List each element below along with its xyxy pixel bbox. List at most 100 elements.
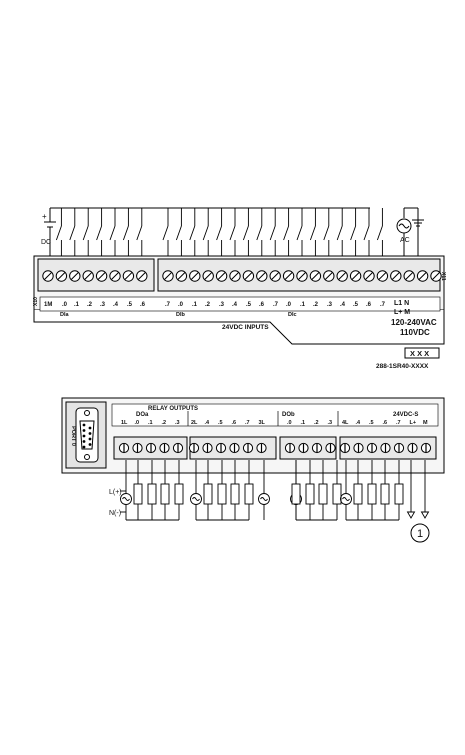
lamp-wave: [122, 497, 130, 501]
screw-slot: [284, 272, 293, 280]
switch-contact: [162, 225, 169, 241]
switch-contact: [175, 225, 182, 241]
port-pin: [82, 445, 86, 449]
sensor-supply-arrow: [420, 511, 430, 519]
output-wiring: [120, 460, 430, 521]
input-group-label: DIb: [176, 312, 186, 318]
screw-slot: [378, 272, 387, 280]
port-pin: [88, 443, 92, 446]
input-terminal-labels: 1M.0.1.2.3.4.5.6.7.0.1.2.3.4.5.6.7.0.1.2…: [44, 302, 386, 308]
inputs-caption: 24VDC INPUTS: [222, 324, 269, 331]
switch-contact: [69, 225, 76, 241]
output-terminal-label: .6: [383, 420, 388, 426]
screw-slot: [164, 272, 172, 280]
load-resistor: [203, 483, 213, 505]
callout-circle: [410, 523, 430, 543]
input-terminal-label: .7: [273, 302, 279, 308]
part-number: 288-1SR40-XXXX: [376, 363, 429, 370]
lamp-wave: [342, 497, 350, 501]
voltage-ac-label: 120-240VAC: [391, 318, 437, 327]
callout-number: 1: [417, 528, 423, 540]
load-resistor: [160, 483, 170, 505]
output-terminal-label: .7: [396, 420, 401, 426]
input-terminal-label: .5: [127, 302, 133, 308]
load-resistor: [318, 483, 328, 505]
dc-plus-label: +: [42, 212, 47, 221]
switch-contact: [109, 225, 116, 241]
ac-source-lamp: [190, 493, 202, 505]
screw-slot: [351, 272, 360, 280]
switch-contact: [189, 225, 196, 241]
screw-slot: [244, 272, 253, 280]
input-label-strip: [39, 296, 441, 312]
output-group-label: 24VDC-S: [393, 412, 418, 418]
input-module-lower-edge: [33, 310, 445, 345]
input-terminal-screws: [42, 270, 442, 282]
switch-contact: [96, 225, 103, 241]
input-terminal-label: .5: [246, 302, 252, 308]
switch-contact: [296, 225, 303, 241]
load-resistor: [305, 483, 315, 505]
switch-contact: [55, 225, 62, 241]
port-pin: [82, 434, 86, 438]
output-terminal-label: .0: [135, 420, 140, 426]
lamp-wave: [260, 497, 268, 501]
output-terminal-label: 3L: [259, 420, 266, 426]
input-switches: [55, 208, 383, 258]
output-terminal-label: 2L: [191, 420, 198, 426]
output-terminal-label: .4: [356, 420, 362, 426]
output-terminal-label: .3: [328, 420, 333, 426]
dc-label: DC: [41, 239, 51, 246]
screw-slot: [325, 272, 333, 280]
output-terminal-label: .0: [287, 420, 292, 426]
switch-contact: [202, 225, 209, 241]
screw-slot: [311, 272, 320, 280]
screw-slot: [57, 272, 66, 280]
output-terminal-label: L+: [410, 420, 417, 426]
input-terminal-label: .0: [286, 302, 292, 308]
ac-source-lamp: [120, 493, 132, 505]
input-terminal-label: .0: [62, 302, 68, 308]
screw-slot: [138, 272, 146, 280]
input-terminal-label: .7: [165, 302, 171, 308]
screw-slot: [405, 272, 413, 280]
input-terminal-label: .4: [340, 302, 346, 308]
screw-slot: [71, 272, 79, 280]
screw-slot: [124, 272, 133, 280]
screw-slot: [231, 272, 239, 280]
output-group-label: DOb: [282, 412, 295, 418]
lamp-wave: [192, 497, 200, 501]
part-box-label: X X X: [410, 349, 429, 358]
screw-slot: [432, 272, 440, 280]
output-terminal-label: .5: [218, 420, 223, 426]
switch-contact: [216, 225, 223, 241]
screw-slot: [392, 272, 400, 280]
load-resistor: [217, 483, 227, 505]
relay-outputs-caption: RELAY OUTPUTS: [148, 406, 198, 412]
output-terminal-label: .3: [175, 420, 180, 426]
switch-contact: [309, 225, 316, 241]
input-terminal-label: .6: [140, 302, 146, 308]
input-terminal-label: .0: [178, 302, 184, 308]
output-terminal-label: .1: [301, 420, 306, 426]
switch-contact: [256, 225, 263, 241]
switch-contact: [82, 225, 89, 241]
input-module: + DC AC 1M.0.1.2.3.4.5.6.7.0.: [33, 207, 446, 370]
ac-source-symbol: [396, 207, 419, 258]
load-resistor: [244, 483, 254, 505]
screw-slot: [44, 272, 52, 280]
input-terminal-label: .2: [205, 302, 211, 308]
dc-supply-symbol: [44, 208, 56, 258]
input-group-label: DIc: [288, 312, 297, 318]
switch-contact: [229, 225, 236, 241]
input-group-label: DIa: [60, 312, 70, 318]
output-terminal-label: M: [423, 420, 428, 426]
output-terminal-label: .1: [148, 420, 153, 426]
input-terminal-label: .5: [353, 302, 359, 308]
sensor-supply-arrow: [406, 511, 416, 519]
input-terminal-label: .6: [366, 302, 372, 308]
input-terminal-label: .4: [113, 302, 119, 308]
port-pin: [88, 437, 92, 441]
load-resistor: [230, 483, 240, 505]
